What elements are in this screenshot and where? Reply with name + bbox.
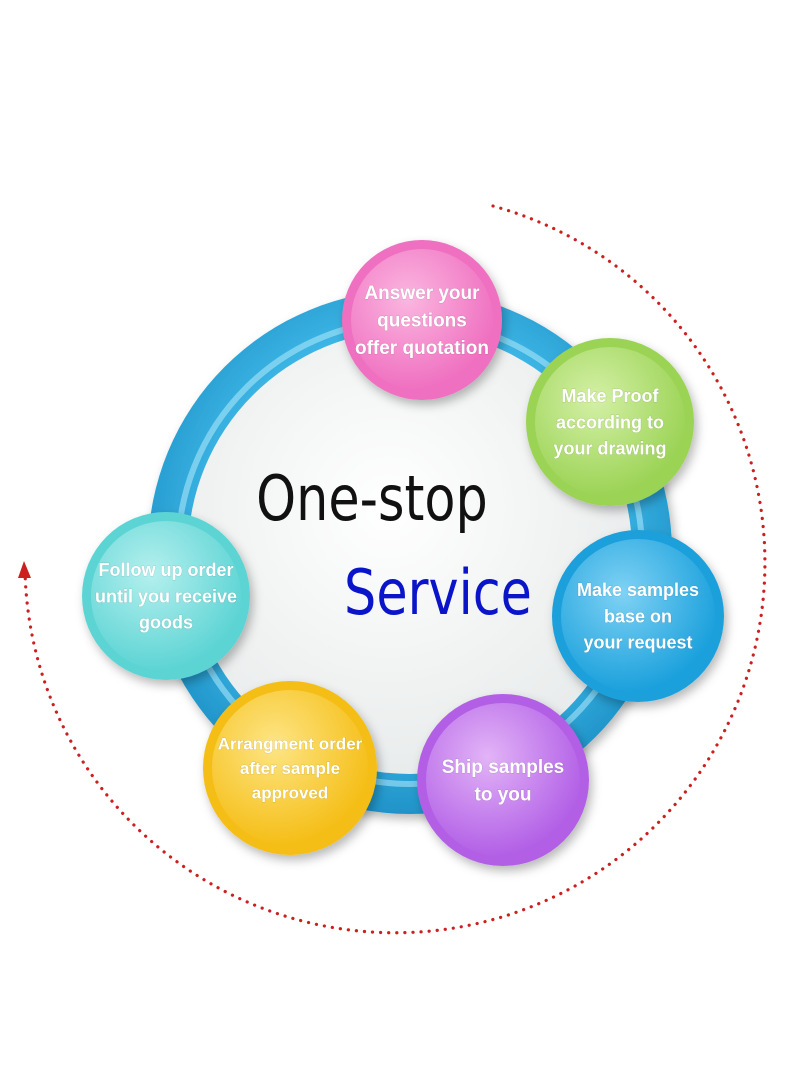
step-1-label-line-3: offer quotation bbox=[355, 338, 489, 359]
step-1: Answer your questions offer quotation bbox=[342, 240, 502, 400]
step-1-circle bbox=[351, 249, 493, 391]
step-2-label-line-2: according to bbox=[556, 412, 664, 432]
cycle-arrow bbox=[23, 204, 767, 935]
step-6-label-line-2: until you receive bbox=[95, 586, 237, 606]
step-3-label-line-1: Make samples bbox=[577, 580, 699, 600]
cycle-arrow-head bbox=[18, 561, 31, 578]
step-4-circle bbox=[426, 703, 580, 857]
step-3-label-line-3: your request bbox=[583, 632, 692, 652]
step-5-label-line-2: after sample bbox=[240, 759, 340, 778]
step-5-circle bbox=[212, 690, 368, 846]
step-6-label-line-3: goods bbox=[139, 612, 193, 632]
center-panel bbox=[188, 330, 632, 774]
step-4-label-line-2: to you bbox=[475, 784, 532, 805]
step-4-label-line-1: Ship samples bbox=[442, 757, 565, 778]
step-3-label-line-2: base on bbox=[604, 606, 672, 626]
step-6: Follow up order until you receive goods bbox=[82, 512, 250, 680]
center-title-line2: Service bbox=[344, 557, 532, 629]
step-1-label-line-2: questions bbox=[377, 311, 467, 332]
step-6-circle bbox=[91, 521, 241, 671]
step-2-circle bbox=[535, 347, 685, 497]
step-6-label-line-1: Follow up order bbox=[99, 560, 234, 580]
step-2-label-line-1: Make Proof bbox=[561, 386, 659, 406]
step-2: Make Proof according to your drawing bbox=[526, 338, 694, 506]
step-5: Arrangment order after sample approved bbox=[203, 681, 377, 855]
step-5-label-line-3: approved bbox=[252, 784, 329, 803]
center-title-line1: One-stop bbox=[256, 463, 488, 535]
step-5-label-line-1: Arrangment order bbox=[218, 734, 363, 753]
step-4: Ship samples to you bbox=[417, 694, 589, 866]
step-3: Make samples base on your request bbox=[552, 530, 724, 702]
step-1-label-line-1: Answer your bbox=[364, 283, 480, 304]
step-2-label-line-3: your drawing bbox=[553, 438, 666, 458]
step-3-circle bbox=[561, 539, 715, 693]
